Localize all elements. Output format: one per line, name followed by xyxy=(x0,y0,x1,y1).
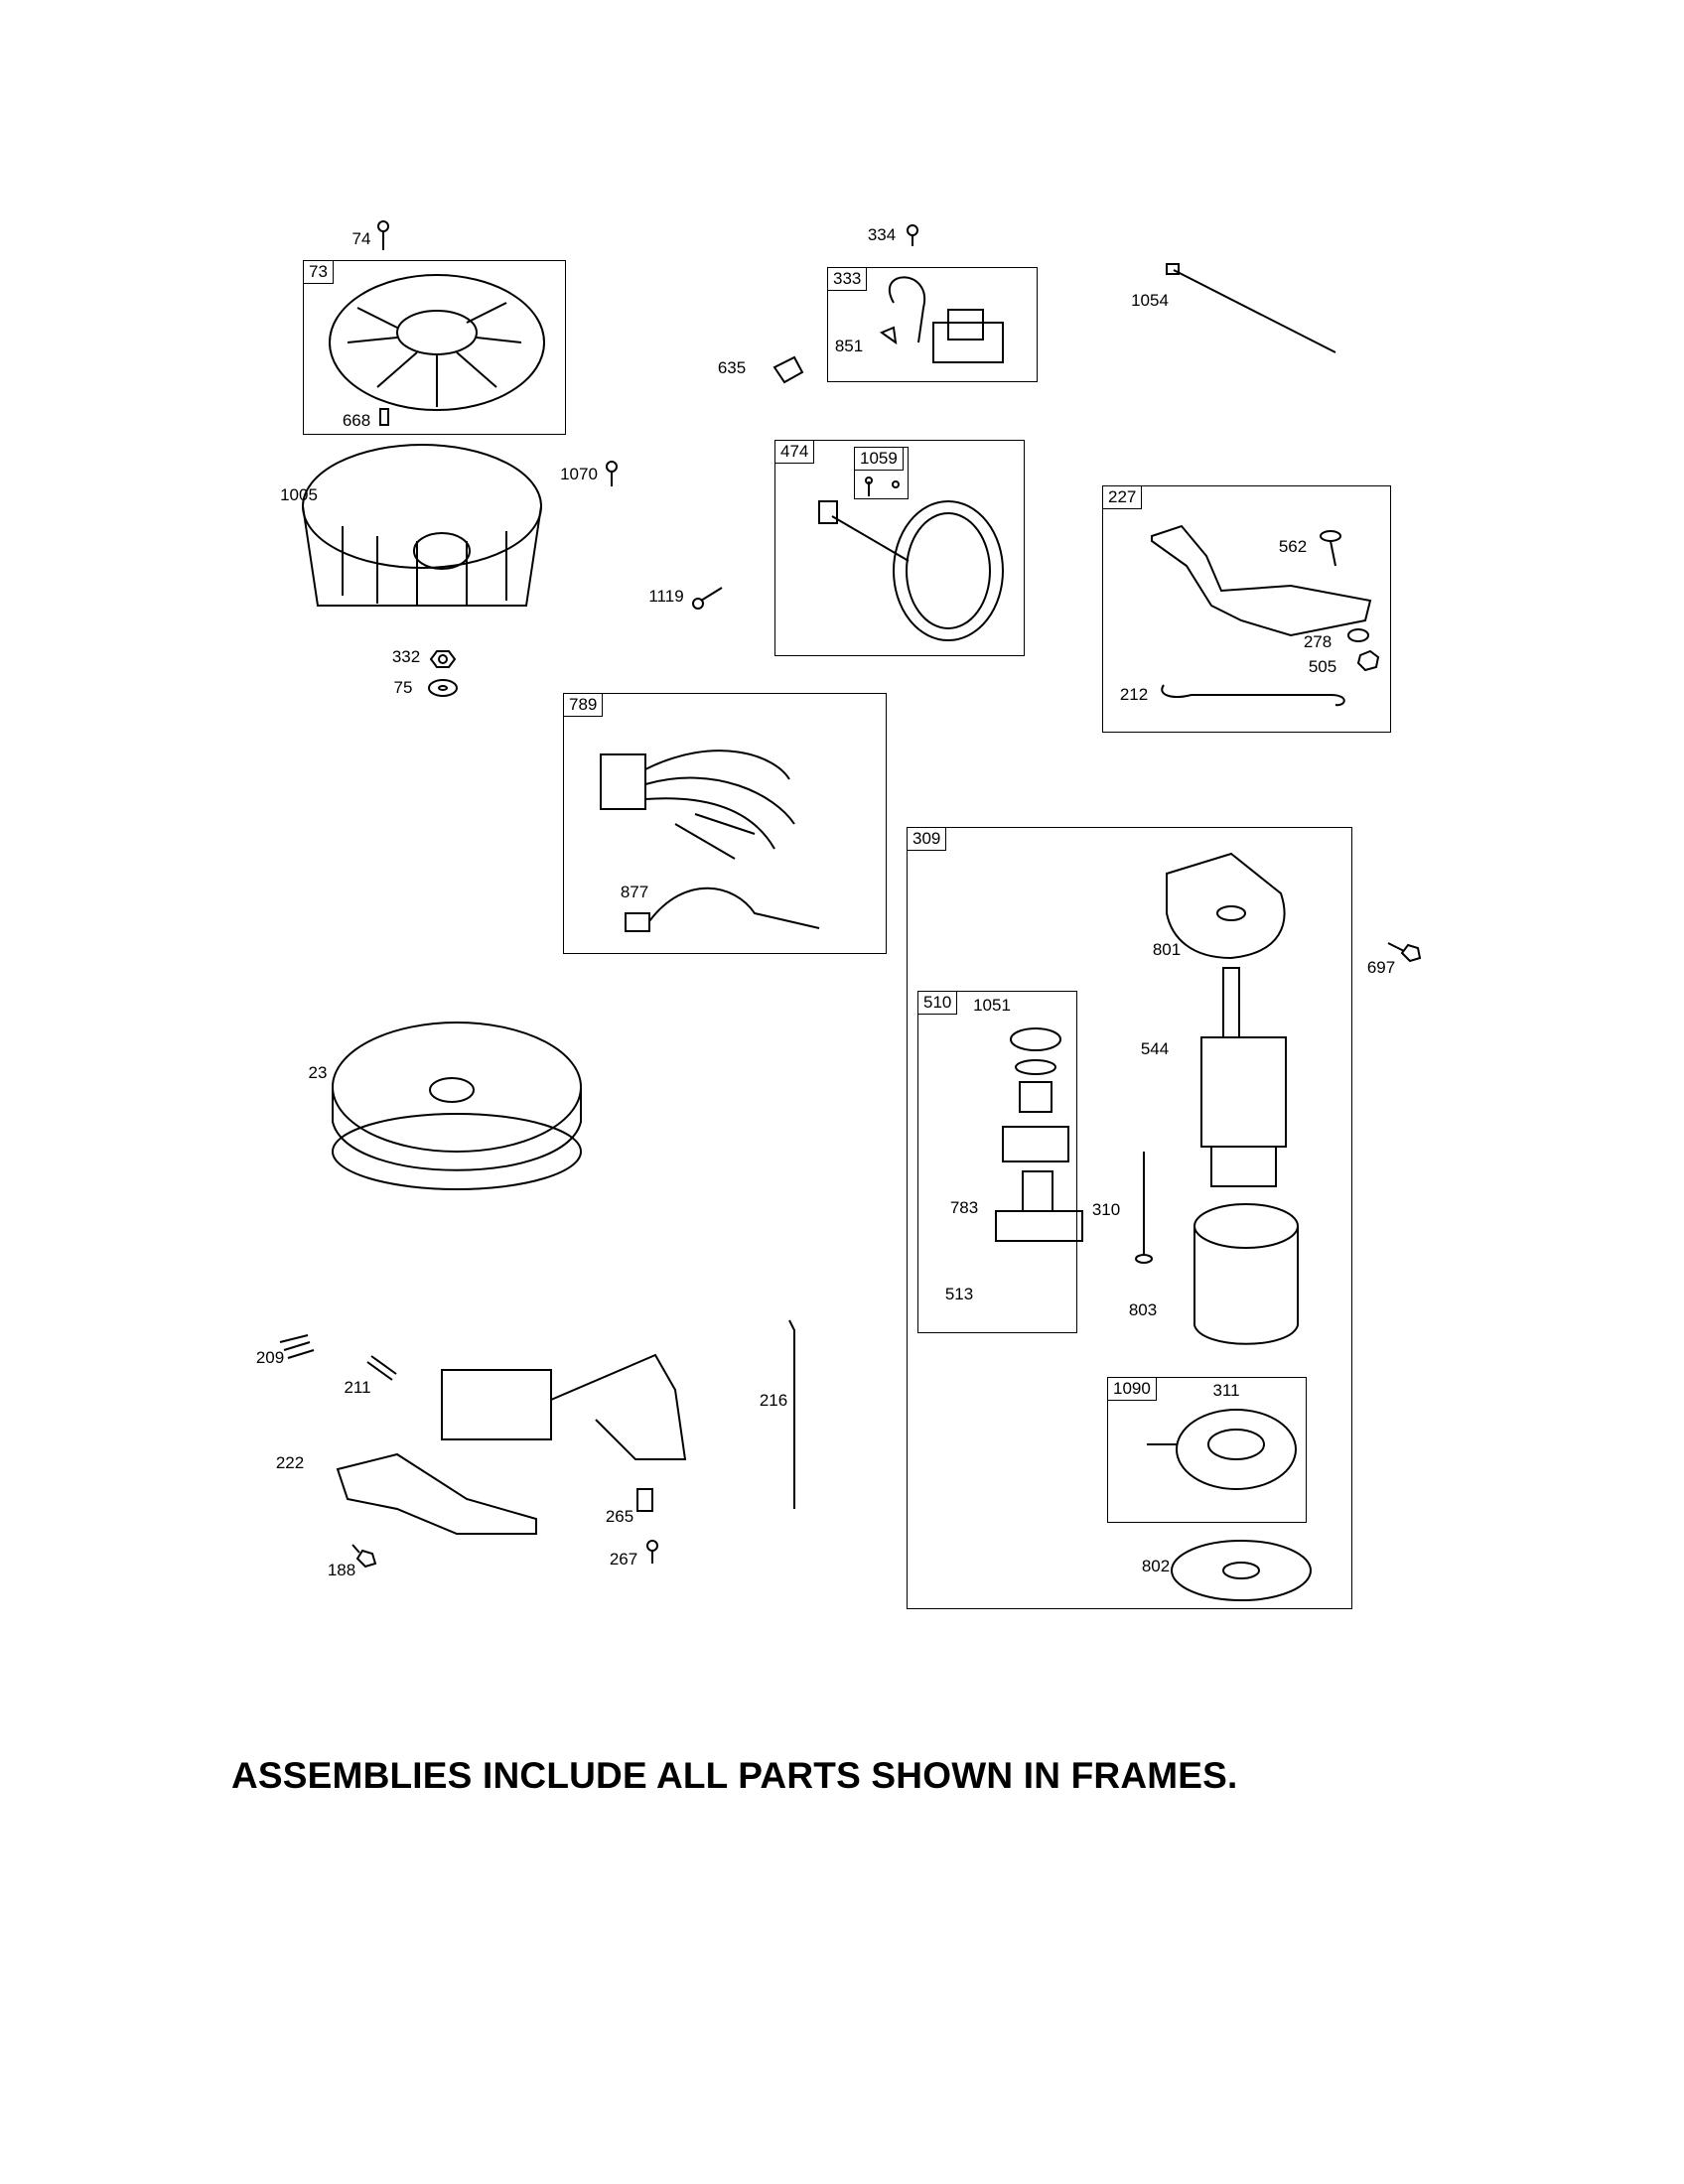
bolt-334-part xyxy=(907,224,918,246)
callout-801: 801 xyxy=(1152,940,1182,959)
callout-697: 697 xyxy=(1366,958,1396,977)
callout-803: 803 xyxy=(1128,1300,1158,1319)
cable-tie-head xyxy=(1166,263,1180,275)
frame-tag-510: 510 xyxy=(918,992,958,1015)
clip-851-part xyxy=(879,326,898,345)
callout-216: 216 xyxy=(759,1391,788,1410)
spring-209-part xyxy=(279,1334,315,1359)
callout-1054: 1054 xyxy=(1131,291,1169,310)
flywheel-fan-part xyxy=(302,444,542,607)
bolt-74-part xyxy=(377,220,389,250)
frame-tag-1090: 1090 xyxy=(1108,1378,1157,1401)
washer-75-part xyxy=(428,679,458,697)
control-bracket-part xyxy=(1151,524,1372,637)
brush-holder-311-part xyxy=(1147,1409,1297,1490)
spring-211-part xyxy=(366,1355,397,1381)
callout-562: 562 xyxy=(1278,537,1308,556)
frame-tag-309: 309 xyxy=(908,828,947,851)
bolt-1070-part xyxy=(606,461,618,486)
spark-plug-boot-635-part xyxy=(772,355,804,384)
callout-1119: 1119 xyxy=(648,587,684,606)
clip-265-part xyxy=(636,1488,653,1512)
link-216-part xyxy=(788,1319,795,1509)
assemblies-note: ASSEMBLIES INCLUDE ALL PARTS SHOWN IN FR… xyxy=(231,1755,1238,1796)
washer-278-part xyxy=(1347,628,1369,642)
callout-635: 635 xyxy=(717,358,747,377)
callout-544: 544 xyxy=(1140,1039,1170,1058)
screw-267-part xyxy=(646,1540,658,1564)
armature-544-part xyxy=(1200,967,1287,1187)
callout-188: 188 xyxy=(327,1561,356,1579)
callout-212: 212 xyxy=(1119,685,1149,704)
frame-309: 309 xyxy=(907,827,1352,1609)
callout-332: 332 xyxy=(391,647,421,666)
wire-877-part xyxy=(625,887,820,932)
callout-209: 209 xyxy=(255,1348,285,1367)
frame-474: 474 xyxy=(774,440,1025,656)
callout-851: 851 xyxy=(834,337,864,355)
callout-267: 267 xyxy=(609,1550,638,1569)
frame-789: 789 xyxy=(563,693,887,954)
callout-74: 74 xyxy=(351,229,371,248)
nut-505-part xyxy=(1356,649,1380,672)
frame-803-part xyxy=(1193,1203,1299,1345)
cable-tie-1054-part xyxy=(1173,269,1336,353)
callout-265: 265 xyxy=(605,1507,634,1526)
frame-73: 73 xyxy=(303,260,566,435)
wire-harness-part xyxy=(600,750,795,860)
frame-1090: 1090 xyxy=(1107,1377,1307,1523)
bolt-1119-part xyxy=(692,587,723,610)
governor-control-222-part xyxy=(336,1353,687,1535)
pinion-assembly-part xyxy=(995,1027,1083,1242)
pin-668-part xyxy=(379,408,389,426)
frame-tag-333: 333 xyxy=(828,268,868,291)
frame-tag-73: 73 xyxy=(304,261,334,284)
end-plate-801-part xyxy=(1166,852,1286,960)
frame-510: 510 xyxy=(917,991,1077,1333)
callout-513: 513 xyxy=(944,1285,974,1303)
callout-75: 75 xyxy=(393,678,413,697)
callout-222: 222 xyxy=(275,1453,305,1472)
frame-tag-227: 227 xyxy=(1103,486,1143,509)
callout-802: 802 xyxy=(1141,1557,1171,1575)
through-bolt-310-part xyxy=(1135,1152,1153,1264)
end-cap-802-part xyxy=(1171,1540,1312,1601)
callout-311: 311 xyxy=(1212,1381,1240,1400)
ignition-coil-part xyxy=(888,276,1004,363)
callout-505: 505 xyxy=(1308,657,1337,676)
bolt-697-part xyxy=(1387,942,1422,963)
callout-668: 668 xyxy=(342,411,371,430)
frame-tag-474: 474 xyxy=(775,441,815,464)
flywheel-part xyxy=(332,1022,582,1190)
callout-211: 211 xyxy=(344,1378,371,1397)
callout-1051: 1051 xyxy=(973,996,1011,1015)
callout-23: 23 xyxy=(308,1063,328,1082)
frame-tag-1059: 1059 xyxy=(855,448,904,471)
frame-333: 333 xyxy=(827,267,1038,382)
callout-310: 310 xyxy=(1091,1200,1121,1219)
screw-1059-part xyxy=(865,477,900,496)
link-212-part xyxy=(1161,684,1345,707)
callout-877: 877 xyxy=(620,883,649,901)
callout-1005: 1005 xyxy=(280,485,318,504)
end-plate-bushing xyxy=(1216,905,1246,921)
callout-1070: 1070 xyxy=(560,465,598,483)
bolt-562-part xyxy=(1320,530,1341,567)
frame-227: 227 xyxy=(1102,485,1391,733)
stator-part xyxy=(818,500,1004,641)
callout-783: 783 xyxy=(949,1198,979,1217)
blower-housing-part xyxy=(329,274,545,411)
callout-278: 278 xyxy=(1303,632,1333,651)
callout-334: 334 xyxy=(867,225,897,244)
bolt-188-part xyxy=(351,1544,377,1569)
frame-tag-789: 789 xyxy=(564,694,604,717)
frame-1059: 1059 xyxy=(854,447,909,499)
nut-332-part xyxy=(429,650,457,668)
